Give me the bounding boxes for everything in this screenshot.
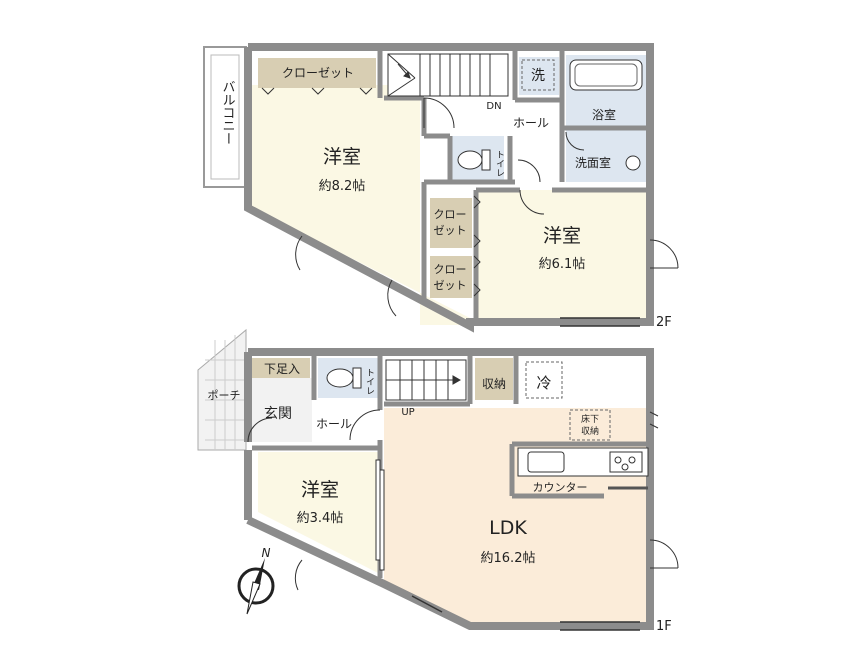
bedroom-3-4-label: 洋室	[301, 479, 339, 501]
underfloor-label-b: 収納	[581, 425, 599, 437]
ldk-floor	[384, 408, 650, 622]
walls-2f	[244, 43, 654, 333]
closet-1-label-a: クロー	[434, 208, 467, 221]
entrance-label: 玄関	[264, 405, 292, 422]
closet-top	[258, 58, 376, 88]
doors-2f	[295, 97, 679, 317]
bedroom-8-2-label: 洋室	[323, 146, 361, 168]
closet-2-label-a: クロー	[434, 263, 467, 276]
doors-1f	[247, 409, 679, 591]
porch-label: ポーチ	[208, 389, 241, 402]
floor-2f-label: 2F	[656, 315, 672, 330]
stairs-1f	[385, 359, 467, 401]
hall-2f-label: ホール	[513, 116, 549, 130]
stairs-1f-label: UP	[401, 407, 414, 418]
washbasin	[625, 155, 641, 171]
kitchen-fixtures	[517, 447, 649, 490]
bedroom-6-1-floor	[476, 190, 650, 318]
toilet-2f-label: トイレ	[494, 150, 505, 177]
underfloor-label-a: 床下	[581, 413, 599, 425]
floor-1f-label: 1F	[656, 619, 672, 634]
fridge-space	[525, 361, 563, 399]
toilet-2f-fixture	[457, 149, 491, 171]
balcony	[203, 46, 247, 188]
washer-label: 洗	[531, 68, 545, 84]
bath-label: 浴室	[592, 107, 616, 122]
bedroom-6-1-label: 洋室	[543, 225, 581, 247]
closet-top-label: クローゼット	[282, 66, 354, 80]
ldk-label: LDK	[489, 517, 527, 539]
stairs-2f-label: DN	[486, 101, 501, 112]
closet-2	[430, 256, 472, 298]
bedroom-3-4-size: 約3.4帖	[297, 511, 344, 526]
washroom-label: 洗面室	[575, 155, 611, 170]
fridge-label: 冷	[536, 374, 551, 392]
windows	[411, 317, 640, 631]
inner-walls-2f	[377, 50, 650, 318]
bathtub	[569, 59, 643, 91]
stairs-2f	[387, 53, 509, 97]
closet-doors-2f	[261, 87, 481, 297]
counter-label: カウンター	[533, 481, 588, 494]
storage-floor	[475, 358, 513, 400]
closet-1	[430, 198, 472, 248]
walls-1f	[244, 348, 654, 630]
washer-space	[521, 59, 555, 91]
closet-2-label-b: ゼット	[434, 279, 467, 292]
bedroom-3-4-floor	[258, 452, 380, 574]
toilet-1f-fixture	[326, 367, 362, 389]
ldk-size: 約16.2帖	[481, 551, 536, 566]
compass	[237, 558, 275, 615]
underfloor-storage	[569, 409, 611, 441]
bedroom-8-2-floor	[252, 85, 470, 325]
compass-north-label: N	[262, 546, 271, 560]
sliding-door-1f	[375, 459, 385, 571]
bedroom-8-2-size: 約8.2帖	[319, 179, 366, 194]
shoe-storage-floor	[252, 358, 310, 378]
entrance-floor	[252, 378, 312, 442]
washer-floor	[519, 57, 559, 95]
storage-label: 収納	[482, 377, 506, 391]
hall-1f-label: ホール	[316, 417, 352, 431]
closet-1-label-b: ゼット	[434, 224, 467, 237]
balcony-label: バルコニー	[220, 80, 236, 145]
toilet-1f-label: トイレ	[364, 368, 375, 395]
bedroom-6-1-size: 約6.1帖	[539, 257, 586, 272]
shoe-storage-label: 下足入	[264, 362, 300, 376]
